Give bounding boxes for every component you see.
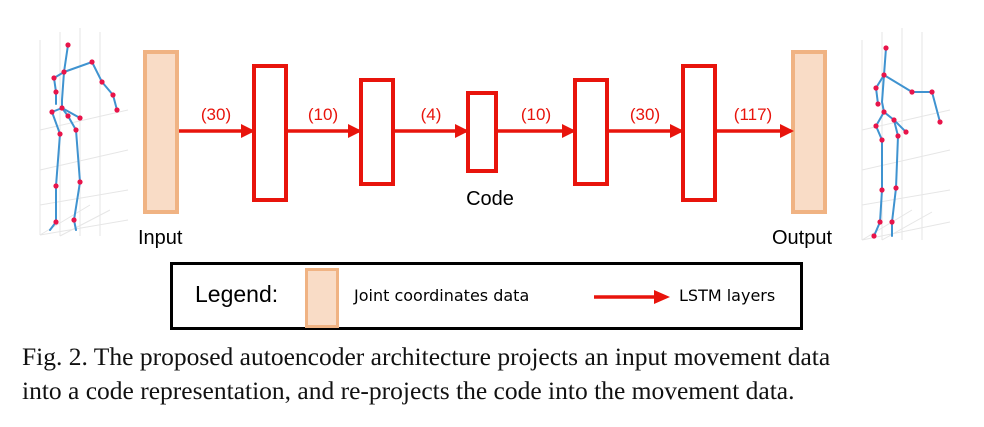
arrow-label-6: (117) — [734, 105, 772, 124]
legend-lstm-arrow — [594, 290, 670, 304]
output-skeleton — [871, 45, 943, 239]
arrow-label-2: (10) — [308, 105, 338, 124]
skeleton-grid-right — [861, 28, 951, 241]
arrow-label-1: (30) — [201, 105, 231, 124]
arrow-label-5: (30) — [630, 105, 660, 124]
arrow-label-3: (4) — [421, 105, 442, 124]
code-layer — [466, 91, 498, 173]
caption-line-1: Fig. 2. The proposed autoencoder archite… — [22, 342, 831, 371]
skeleton-grid-left — [39, 28, 129, 237]
decoder-layer-1 — [573, 78, 609, 186]
output-label: Output — [772, 227, 832, 249]
legend-title: Legend: — [195, 281, 279, 307]
legend-lstm-label: LSTM layers — [679, 286, 776, 305]
caption-line-2: into a code representation, and re-proje… — [22, 376, 795, 405]
decoder-layer-2 — [681, 64, 717, 202]
arrow-label-4: (10) — [521, 105, 551, 124]
input-data-block — [143, 50, 179, 214]
code-label: Code — [466, 188, 514, 210]
legend-joint-label: Joint coordinates data — [354, 286, 530, 305]
figure-caption: Fig. 2. The proposed autoencoder archite… — [22, 340, 972, 408]
encoder-layer-2 — [359, 78, 395, 186]
encoder-layer-1 — [252, 64, 288, 202]
input-skeleton — [49, 42, 120, 231]
legend-joint-swatch — [305, 268, 339, 328]
input-label: Input — [138, 227, 183, 249]
legend: Legend: Joint coordinates data LSTM laye… — [170, 262, 803, 330]
output-data-block — [791, 50, 827, 214]
